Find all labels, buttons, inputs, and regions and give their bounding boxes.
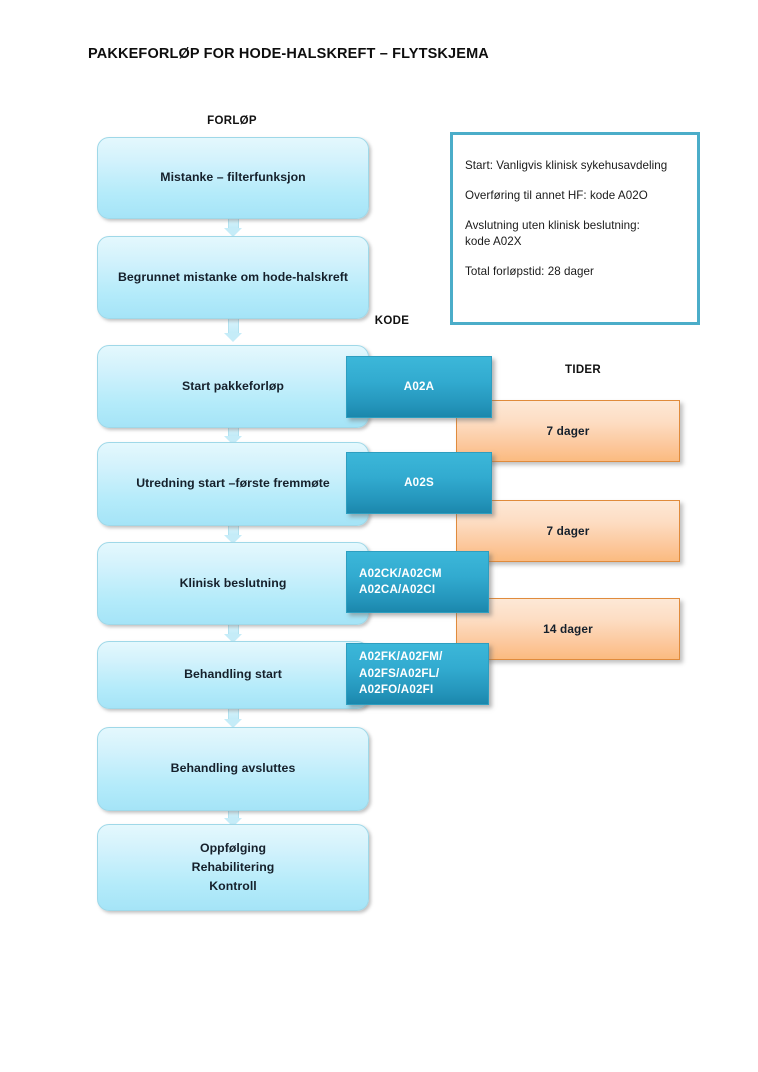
code-box[interactable]: A02A [346,356,492,418]
down-arrow-icon [224,219,243,238]
column-header-tider: TIDER [565,364,601,376]
code-box[interactable]: A02FK/A02FM/A02FS/A02FL/A02FO/A02FI [346,643,489,705]
info-line: Avslutning uten klinisk beslutning:kode … [465,218,640,248]
flow-step-label: Behandling start [184,667,282,682]
flow-step-label: Mistanke – filterfunksjon [160,170,306,185]
flow-step-box[interactable]: Mistanke – filterfunksjon [97,137,369,219]
info-box: Start: Vanligvis klinisk sykehusavdeling… [450,132,700,325]
flow-step-label: Utredning start –første fremmøte [136,476,330,491]
code-box[interactable]: A02S [346,452,492,514]
code-label: A02S [404,475,434,489]
time-box[interactable]: 7 dager [456,500,680,562]
flow-step-box[interactable]: Behandling avsluttes [97,727,369,811]
time-label: 14 dager [543,622,593,636]
info-line: Overføring til annet HF: kode A02O [465,188,648,202]
down-arrow-icon [224,526,243,544]
flow-step-box[interactable]: Begrunnet mistanke om hode-halskreft [97,236,369,319]
flow-step-box[interactable]: Utredning start –første fremmøte [97,442,369,526]
column-header-kode: KODE [374,315,410,327]
time-box[interactable]: 7 dager [456,400,680,462]
time-label: 7 dager [546,524,590,538]
code-label: A02FK/A02FM/A02FS/A02FL/A02FO/A02FI [359,650,443,697]
column-header-forlop: FORLØP [207,115,257,127]
flow-step-box[interactable]: Behandling start [97,641,369,709]
flow-step-label: Klinisk beslutning [179,575,287,590]
down-arrow-icon [224,319,243,345]
down-arrow-icon [224,625,243,643]
info-line: Total forløpstid: 28 dager [465,264,594,278]
flow-step-label: Start pakkeforløp [182,378,284,393]
flow-step-label: Behandling avsluttes [170,761,296,776]
down-arrow-icon [224,811,243,828]
code-label: A02A [403,379,435,393]
flow-step-label: Begrunnet mistanke om hode-halskreft [117,269,349,284]
flow-step-box[interactable]: Klinisk beslutning [97,542,369,625]
time-label: 7 dager [546,424,590,438]
down-arrow-icon [224,428,243,445]
time-box[interactable]: 14 dager [456,598,680,660]
flow-step-box[interactable]: Start pakkeforløp [97,345,369,428]
info-line: Start: Vanligvis klinisk sykehusavdeling [465,159,668,172]
page-title: PAKKEFORLØP FOR HODE-HALSKREFT – FLYTSKJ… [88,46,489,62]
down-arrow-icon [224,709,243,728]
